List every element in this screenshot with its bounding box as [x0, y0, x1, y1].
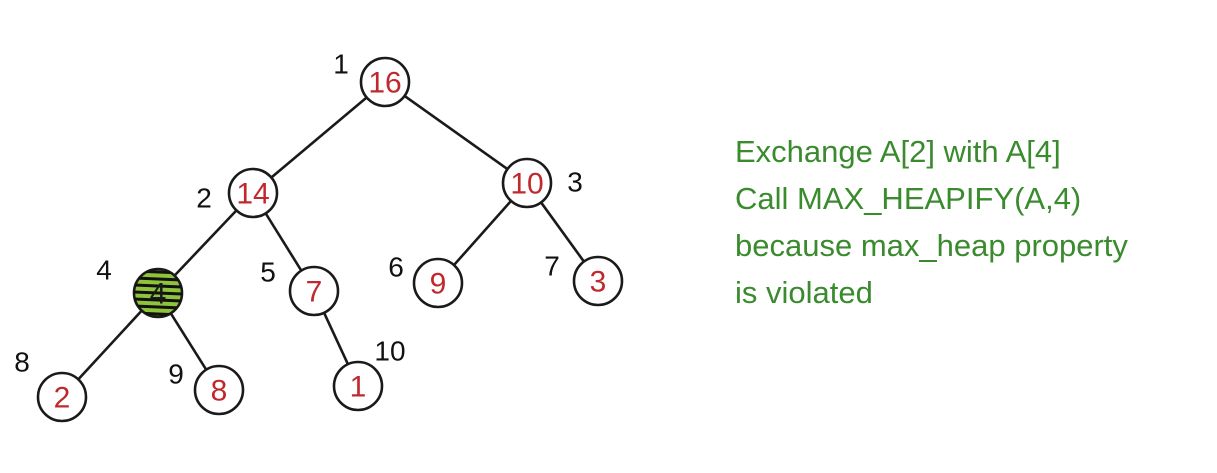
note-line-3: because max_heap property: [735, 228, 1128, 263]
node-key-label: 16: [368, 67, 401, 100]
highlight-stripe: [134, 304, 182, 310]
node-index-label: 10: [374, 336, 405, 367]
tree-node-3: 10 3: [501, 157, 583, 209]
tree-node-4: 44: [96, 255, 184, 319]
node-key-label: 4: [150, 278, 167, 311]
note-line-1: Exchange A[2] with A[4]: [735, 134, 1061, 169]
node-index-label: 6: [388, 252, 404, 283]
node-key-label: 7: [306, 276, 323, 309]
node-key-label: 14: [236, 178, 269, 211]
tree-edge-4-8: [77, 309, 143, 381]
node-circle: [572, 255, 624, 307]
node-key-label: 2: [54, 382, 71, 415]
tree-edge-1-3: [403, 94, 509, 171]
tree-edge-2-4: [173, 209, 238, 277]
tree-edge-4-9: [169, 312, 208, 371]
note-line-2: Call MAX_HEAPIFY(A,4): [735, 181, 1082, 216]
highlight-stripe: [134, 311, 182, 317]
node-circle: [193, 364, 245, 416]
node-index-label: 9: [168, 359, 184, 390]
node-index-label: 5: [260, 257, 276, 288]
node-circle: [501, 157, 553, 209]
node-circle: [227, 167, 279, 219]
node-key-label: 1: [350, 371, 367, 404]
node-index-label: 4: [96, 255, 112, 286]
tree-node-7: 37: [544, 251, 624, 307]
highlight-stripe: [134, 283, 182, 289]
tree-edge-2-5: [264, 212, 303, 272]
node-key-label: 9: [430, 268, 447, 301]
tree-node-10: 110: [332, 336, 406, 412]
node-circle: [36, 371, 88, 423]
node-index-label: 8: [14, 347, 30, 378]
node-index-label: 7: [544, 251, 560, 282]
tree-edge-1-2: [270, 96, 368, 179]
tree-node-5: 75: [260, 257, 340, 317]
tree-node-1: 16 1: [333, 49, 411, 108]
node-key-label: 8: [211, 375, 228, 408]
highlight-stripe: [134, 297, 182, 303]
node-circle: [332, 360, 384, 412]
note-line-4: is violated: [735, 275, 873, 310]
highlight-stripe: [134, 290, 182, 296]
tree-node-2: 14 2: [196, 167, 279, 219]
tree-edge-3-6: [452, 200, 513, 266]
node-key-label: 10: [510, 168, 543, 201]
tree-node-6: 96: [388, 252, 464, 309]
highlight-stripe: [134, 276, 182, 282]
tree-edge-5-10: [322, 312, 350, 365]
node-index-label: 1: [333, 49, 349, 80]
node-index-label: 2: [196, 183, 212, 214]
highlight-stripe: [134, 269, 182, 275]
node-circle: [412, 257, 464, 309]
node-index-label: 3: [567, 167, 583, 198]
tree-node-8: 28: [14, 347, 88, 423]
explanation-note: Exchange A[2] with A[4] Call MAX_HEAPIFY…: [735, 128, 1128, 316]
node-circle: [288, 265, 340, 317]
tree-node-9: 89: [168, 359, 245, 416]
node-key-label: 3: [590, 266, 607, 299]
node-circle: [359, 56, 411, 108]
tree-edges: [77, 94, 585, 381]
tree-edge-3-7: [540, 201, 585, 263]
